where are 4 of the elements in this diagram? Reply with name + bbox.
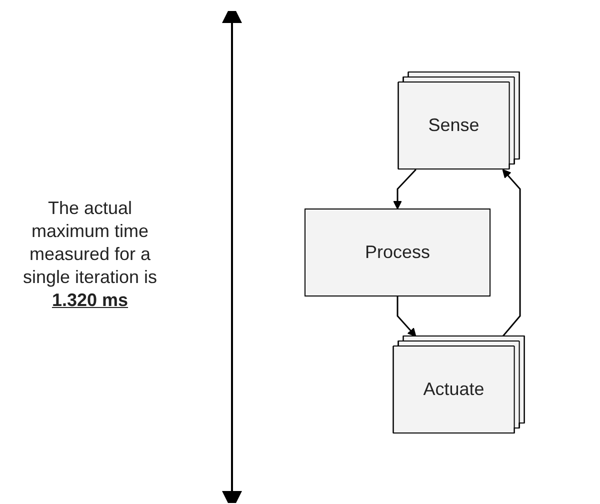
node-box: Process — [304, 208, 491, 296]
arrow — [502, 168, 522, 336]
arrow — [393, 168, 417, 209]
arrow — [397, 296, 417, 336]
